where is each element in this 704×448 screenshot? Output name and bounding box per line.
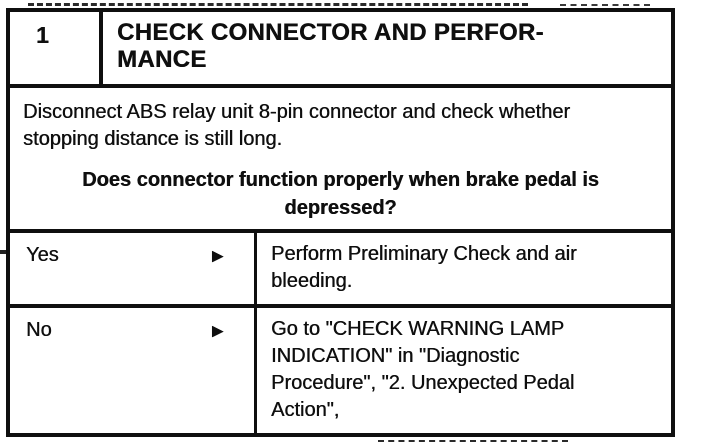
step-title-line-2: MANCE — [117, 46, 207, 73]
step-title-cell: CHECK CONNECTOR AND PERFOR- MANCE — [103, 12, 671, 84]
no-action-line-3: Procedure", "2. Unexpected Pedal — [271, 372, 575, 394]
instruction-text: Disconnect ABS relay unit 8-pin connecto… — [10, 99, 671, 153]
question-line-1: Does connector function properly when br… — [82, 169, 599, 191]
step-title-line-1: CHECK CONNECTOR AND PERFOR- — [117, 19, 544, 46]
yes-action-line-2: bleeding. — [271, 270, 353, 292]
step-header-row: 1 CHECK CONNECTOR AND PERFOR- MANCE — [10, 12, 671, 88]
yes-label: Yes — [26, 244, 59, 266]
arrow-right-icon: ► — [208, 246, 227, 267]
question-line-2: depressed? — [284, 197, 397, 219]
no-action-line-2: INDICATION" in "Diagnostic — [271, 345, 520, 367]
outcome-row-no: No ► Go to "CHECK WARNING LAMP INDICATIO… — [10, 308, 671, 433]
yes-answer-cell: Yes ► — [10, 233, 257, 304]
step-number-cell: 1 — [10, 12, 103, 84]
yes-action-line-1: Perform Preliminary Check and air — [271, 243, 577, 265]
procedure-cell: Disconnect ABS relay unit 8-pin connecto… — [10, 88, 671, 233]
scan-noise-top — [28, 3, 528, 6]
instruction-line-2: stopping distance is still long. — [23, 128, 283, 150]
no-label: No — [26, 319, 52, 341]
no-action-cell: Go to "CHECK WARNING LAMP INDICATION" in… — [257, 308, 671, 433]
step-number: 1 — [36, 22, 49, 48]
instruction-line-1: Disconnect ABS relay unit 8-pin connecto… — [23, 101, 570, 123]
no-action-line-4: Action", — [271, 399, 340, 421]
no-action-line-1: Go to "CHECK WARNING LAMP — [271, 318, 565, 340]
no-answer-cell: No ► — [10, 308, 257, 433]
diagnostic-step-table: 1 CHECK CONNECTOR AND PERFOR- MANCE Disc… — [6, 8, 675, 437]
yes-action-cell: Perform Preliminary Check and air bleedi… — [257, 233, 671, 304]
scan-noise-bottom — [378, 440, 568, 442]
scan-noise-left — [0, 250, 6, 254]
scan-noise-top-right — [560, 4, 650, 6]
outcome-row-yes: Yes ► Perform Preliminary Check and air … — [10, 233, 671, 308]
decision-question: Does connector function properly when br… — [10, 166, 671, 222]
arrow-right-icon: ► — [208, 321, 227, 342]
